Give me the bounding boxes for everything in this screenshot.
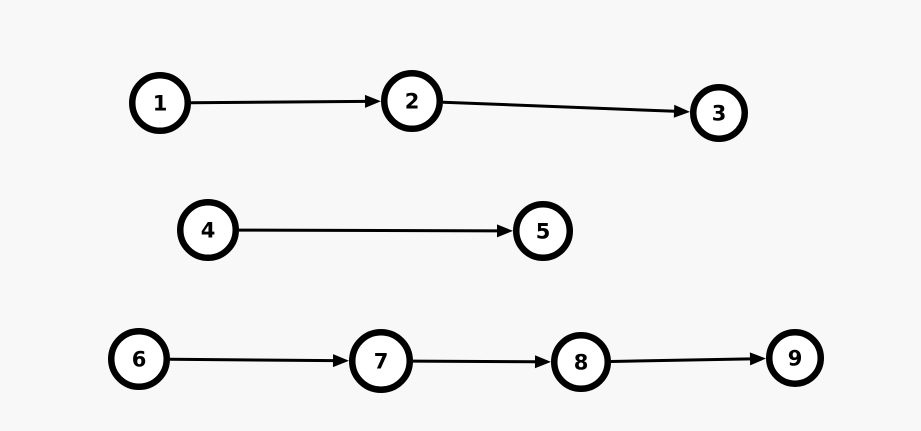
node-circle	[690, 84, 748, 142]
node-label: 8	[574, 351, 589, 375]
node-circle	[513, 201, 573, 261]
node-label: 4	[201, 219, 216, 243]
node-8[interactable]: 8	[551, 332, 611, 392]
node-9[interactable]: 9	[766, 329, 824, 387]
edge-1-2[interactable]	[190, 94, 382, 108]
node-circle	[349, 329, 413, 393]
arrowhead-icon	[364, 94, 382, 108]
edge-2-3[interactable]	[442, 100, 691, 118]
node-circle	[177, 199, 239, 261]
node-label: 9	[788, 347, 803, 371]
edge-7-8[interactable]	[412, 355, 552, 369]
node-4[interactable]: 4	[177, 199, 239, 261]
arrowhead-icon	[673, 104, 691, 118]
node-circle	[766, 329, 824, 387]
node-5[interactable]: 5	[513, 201, 573, 261]
node-circle	[381, 70, 443, 132]
node-label: 5	[536, 220, 551, 244]
edge-8-9[interactable]	[610, 352, 767, 366]
node-label: 6	[132, 348, 147, 372]
node-label: 7	[374, 350, 389, 374]
arrowhead-icon	[332, 354, 350, 368]
node-label: 1	[153, 92, 168, 116]
arrowhead-icon	[496, 224, 514, 238]
node-2[interactable]: 2	[381, 70, 443, 132]
node-7[interactable]: 7	[349, 329, 413, 393]
node-circle	[551, 332, 611, 392]
edge-6-7[interactable]	[169, 354, 350, 368]
edge-4-5[interactable]	[238, 224, 514, 238]
node-circle	[108, 328, 170, 390]
node-label: 2	[405, 90, 420, 114]
node-3[interactable]: 3	[690, 84, 748, 142]
node-6[interactable]: 6	[108, 328, 170, 390]
arrowhead-icon	[534, 355, 552, 369]
arrowhead-icon	[749, 352, 767, 366]
node-circle	[129, 72, 191, 134]
node-1[interactable]: 1	[129, 72, 191, 134]
node-label: 3	[712, 102, 727, 126]
